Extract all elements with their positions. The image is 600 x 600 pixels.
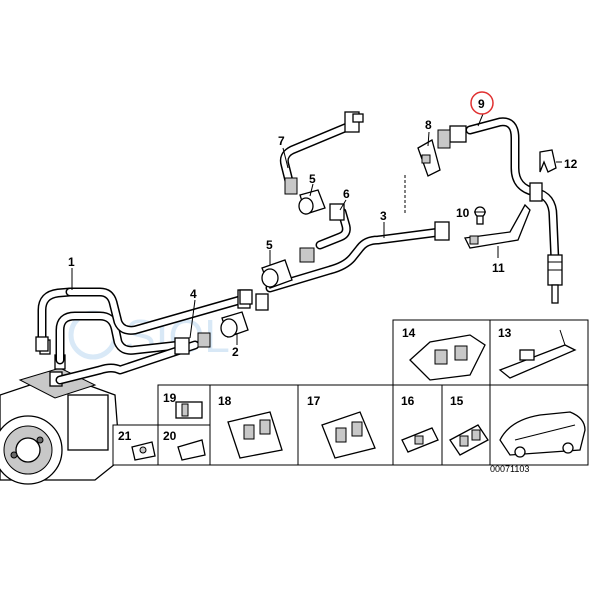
label-20: 20 — [163, 429, 177, 443]
label-7: 7 — [278, 134, 285, 148]
bracket-11 — [464, 203, 531, 249]
label-15: 15 — [450, 394, 464, 408]
bracket-13 — [498, 329, 577, 379]
block-2 — [197, 311, 249, 348]
label-11: 11 — [492, 261, 505, 275]
label-9: 9 — [478, 97, 485, 111]
label-13: 13 — [498, 326, 512, 340]
highlight-circle — [470, 91, 494, 115]
label-10: 10 — [456, 206, 470, 220]
clip-16 — [401, 427, 439, 453]
block-5-lower — [261, 247, 315, 289]
bolt-10 — [474, 206, 486, 225]
hose-9 — [465, 117, 563, 304]
label-17: 17 — [307, 394, 321, 408]
clip-17 — [321, 411, 376, 459]
label-1: 1 — [68, 255, 75, 269]
fittings — [35, 111, 467, 355]
abs-unit — [0, 339, 121, 485]
label-6: 6 — [343, 187, 350, 201]
block-5-upper — [298, 189, 326, 215]
label-5b: 5 — [266, 238, 273, 252]
label-18: 18 — [218, 394, 232, 408]
label-5a: 5 — [309, 172, 316, 186]
label-4: 4 — [190, 287, 197, 301]
label-12: 12 — [564, 157, 578, 171]
clip-20 — [177, 439, 206, 461]
label-21: 21 — [118, 429, 132, 443]
label-2: 2 — [232, 345, 239, 359]
label-3: 3 — [380, 209, 387, 223]
leader-lines — [71, 113, 562, 345]
clip-21 — [131, 441, 156, 461]
pipe-4 — [55, 287, 245, 385]
pipe-1 — [37, 287, 185, 365]
diagram-code: 00071103 — [490, 464, 529, 474]
label-14: 14 — [402, 326, 416, 340]
clip-14 — [409, 334, 486, 381]
car-outline — [499, 411, 586, 458]
clip-15 — [449, 424, 489, 456]
pipe-3 — [265, 227, 445, 293]
label-8: 8 — [425, 118, 432, 132]
clip-19 — [175, 401, 203, 419]
clip-12 — [539, 149, 557, 173]
clip-18 — [227, 411, 283, 459]
label-16: 16 — [401, 394, 415, 408]
bracket-8 — [404, 139, 441, 215]
label-19: 19 — [163, 391, 177, 405]
